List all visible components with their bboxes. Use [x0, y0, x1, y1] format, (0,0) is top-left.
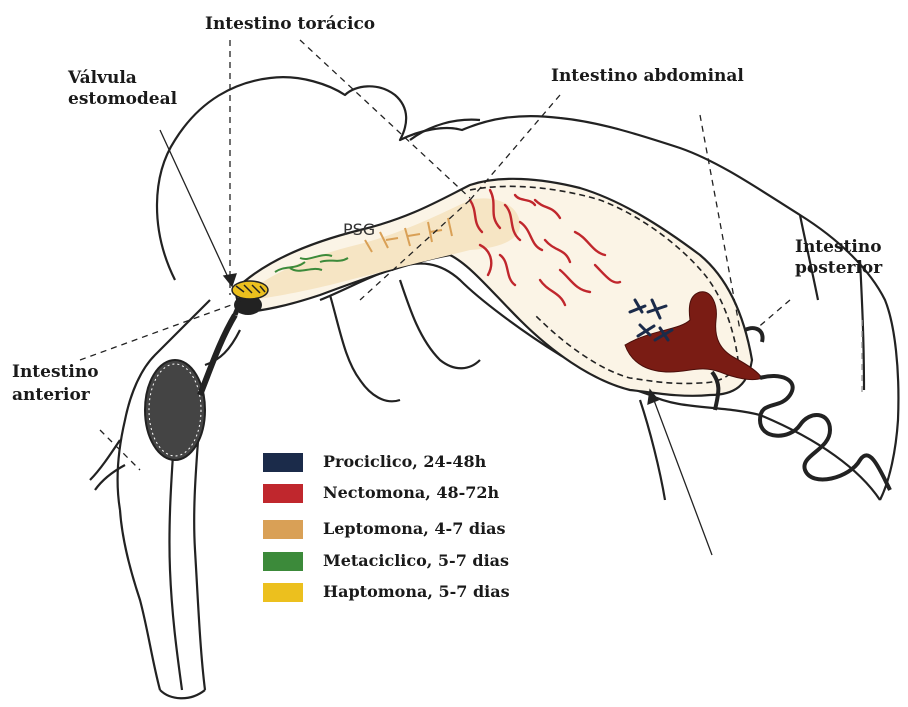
- label-intestino-anterior-1: Intestino: [12, 362, 99, 383]
- label-valvula: Válvula: [68, 68, 137, 89]
- leader-lines: [80, 40, 862, 555]
- label-estomodeal: estomodeal: [68, 89, 177, 110]
- label-intestino-abdominal: Intestino abdominal: [551, 66, 744, 87]
- legend-swatch: [263, 484, 303, 503]
- legend-item-metaciclico: Metaciclico, 5-7 dias: [263, 549, 563, 573]
- legend-swatch: [263, 552, 303, 571]
- legend-item-prociclico: Prociclico, 24-48h: [263, 450, 563, 474]
- legend-swatch: [263, 520, 303, 539]
- legend-item-leptomona: Leptomona, 4-7 dias: [263, 517, 563, 541]
- legend-item-nectomona: Nectomona, 48-72h: [263, 481, 563, 505]
- label-intestino-anterior-2: anterior: [12, 385, 90, 406]
- foregut: [145, 295, 262, 460]
- haptomonad-cluster: [232, 281, 268, 299]
- legend-label: Metaciclico, 5-7 dias: [323, 549, 509, 573]
- insect-body-outline: [90, 77, 898, 698]
- legend-label: Haptomona, 5-7 dias: [323, 580, 510, 604]
- legend-label: Prociclico, 24-48h: [323, 450, 486, 474]
- legend-item-haptomona: Haptomona, 5-7 dias: [263, 580, 563, 604]
- label-intestino-toracico: Intestino torácico: [205, 14, 375, 35]
- legend-swatch: [263, 583, 303, 602]
- label-intestino-posterior-2: posterior: [795, 258, 882, 279]
- legend-label: Nectomona, 48-72h: [323, 481, 499, 505]
- legend-swatch: [263, 453, 303, 472]
- label-intestino-posterior-1: Intestino: [795, 237, 882, 258]
- legend-label: Leptomona, 4-7 dias: [323, 517, 506, 541]
- psg-label: PSG: [343, 220, 375, 239]
